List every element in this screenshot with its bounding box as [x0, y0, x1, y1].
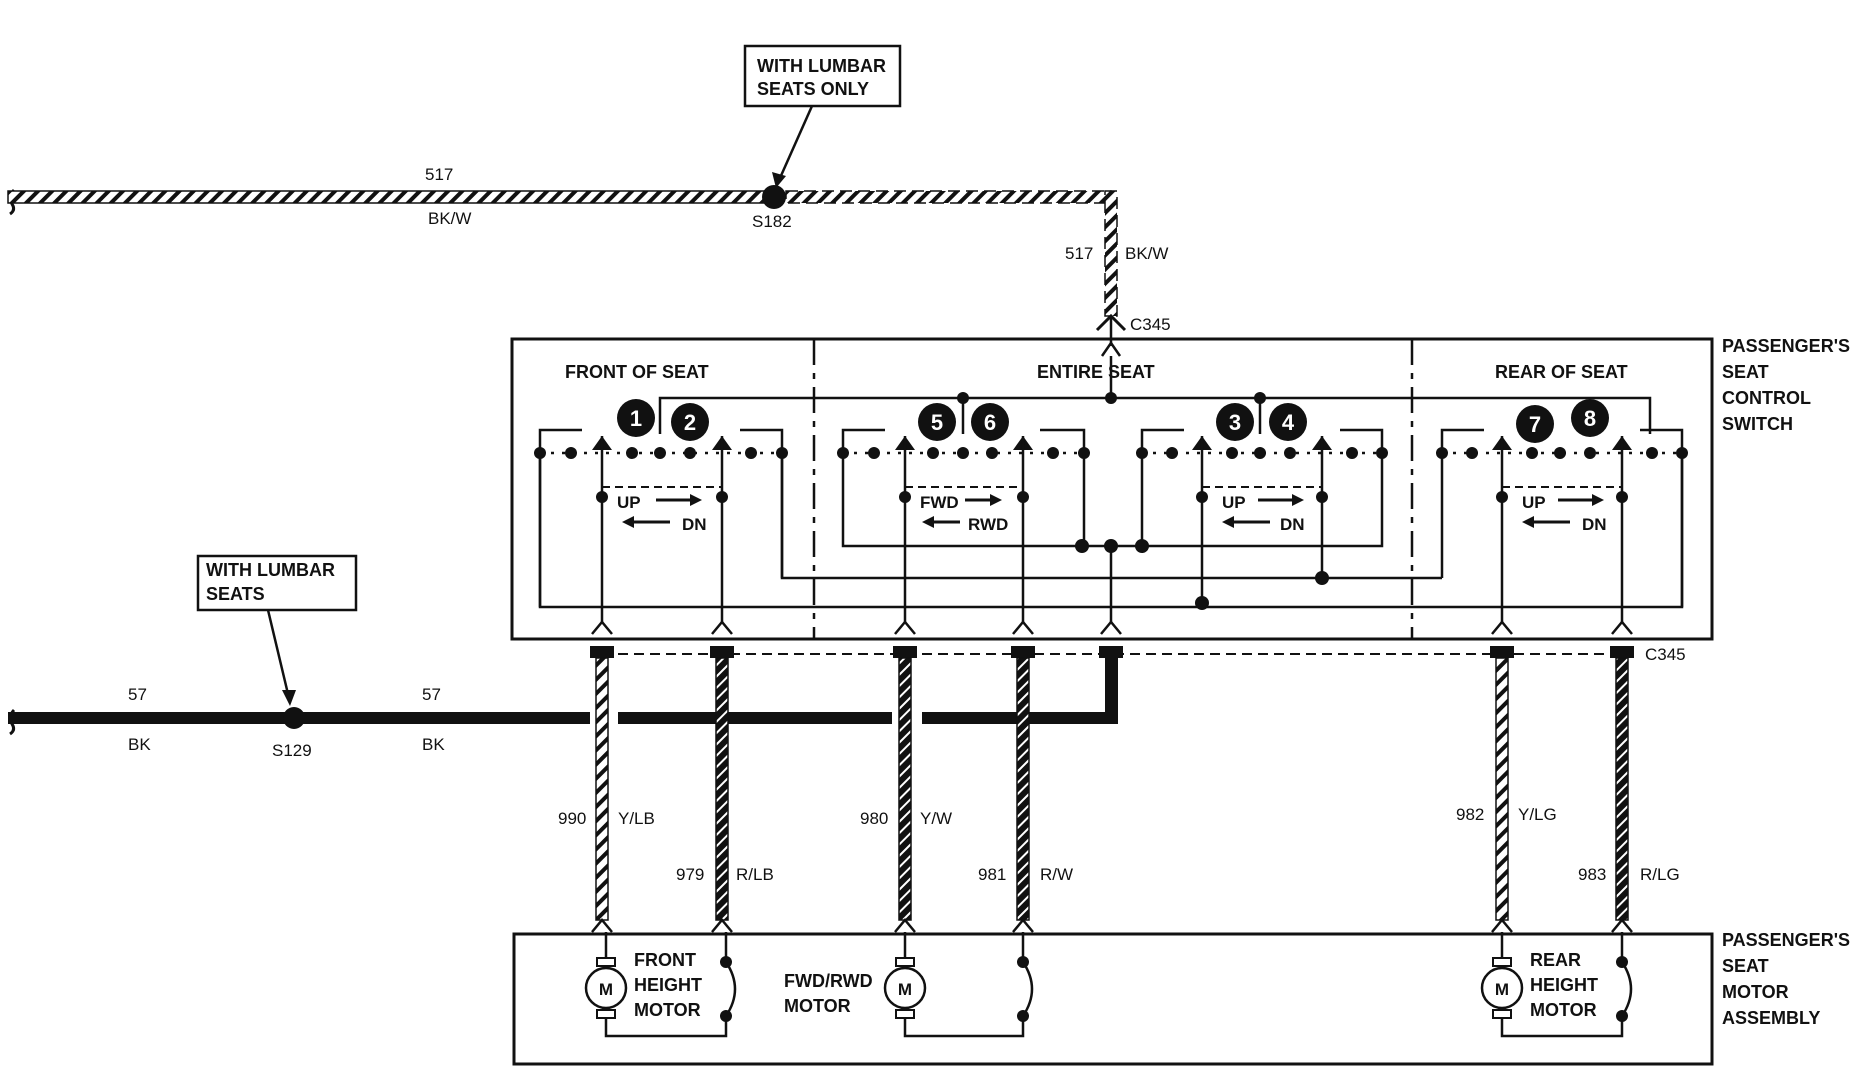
svg-text:57: 57	[128, 685, 147, 704]
svg-text:4: 4	[1282, 410, 1295, 435]
svg-text:MOTOR: MOTOR	[784, 996, 851, 1016]
svg-text:MOTOR: MOTOR	[1530, 1000, 1597, 1020]
front-height-motor: M FRONT HEIGHT MOTOR	[584, 932, 737, 1038]
svg-text:983: 983	[1578, 865, 1606, 884]
connector-c345-top: C345	[1095, 313, 1171, 357]
seat-control-switch: FRONT OF SEAT ENTIRE SEAT REAR OF SEAT	[510, 337, 1714, 641]
marker-6	[971, 403, 1009, 441]
splice-label-s182: S182	[752, 212, 792, 231]
svg-text:BK: BK	[422, 735, 445, 754]
svg-text:R/LB: R/LB	[736, 865, 774, 884]
svg-text:HEIGHT: HEIGHT	[1530, 975, 1598, 995]
wire-color-bkw: BK/W	[428, 209, 471, 228]
marker-1	[617, 399, 655, 437]
svg-text:Y/LG: Y/LG	[1518, 805, 1557, 824]
wire-517-top: 517 BK/W S182 517 BK/W	[7, 165, 1168, 317]
svg-text:R/W: R/W	[1040, 865, 1073, 884]
switch-group-front: 1 2 UP DN	[534, 399, 788, 622]
svg-text:990: 990	[558, 809, 586, 828]
svg-text:1: 1	[630, 406, 642, 431]
svg-text:SEAT: SEAT	[1722, 362, 1769, 382]
svg-text:3: 3	[1229, 410, 1241, 435]
switch-group-fwd-rwd: 5 6 FWD RWD	[837, 403, 1090, 622]
svg-text:ASSEMBLY: ASSEMBLY	[1722, 1008, 1820, 1028]
svg-text:DN: DN	[682, 515, 707, 534]
svg-text:FWD: FWD	[920, 493, 959, 512]
svg-text:6: 6	[984, 410, 996, 435]
svg-text:S129: S129	[272, 741, 312, 760]
svg-text:RWD: RWD	[968, 515, 1008, 534]
svg-text:REAR: REAR	[1530, 950, 1581, 970]
svg-text:FWD/RWD: FWD/RWD	[784, 971, 873, 991]
svg-text:R/LG: R/LG	[1640, 865, 1680, 884]
svg-text:Y/LB: Y/LB	[618, 809, 655, 828]
svg-text:SEATS: SEATS	[206, 584, 265, 604]
section-entire-seat: ENTIRE SEAT	[1037, 362, 1155, 382]
callout-lumbar-seats-only: WITH LUMBAR SEATS ONLY	[743, 44, 902, 188]
svg-text:DN: DN	[1582, 515, 1607, 534]
svg-text:Y/W: Y/W	[920, 809, 952, 828]
marker-2	[671, 403, 709, 441]
fwd-rwd-motor: M FWD/RWD MOTOR	[784, 932, 1034, 1038]
svg-text:980: 980	[860, 809, 888, 828]
svg-text:981: 981	[978, 865, 1006, 884]
svg-text:982: 982	[1456, 805, 1484, 824]
rear-height-motor: M REAR HEIGHT MOTOR	[1480, 932, 1633, 1038]
svg-text:5: 5	[931, 410, 943, 435]
wire-color-bkw-drop: BK/W	[1125, 244, 1168, 263]
svg-text:BK: BK	[128, 735, 151, 754]
splice-s129	[283, 707, 305, 729]
svg-text:UP: UP	[617, 493, 641, 512]
marker-8	[1571, 399, 1609, 437]
svg-text:DN: DN	[1280, 515, 1305, 534]
marker-4	[1269, 403, 1307, 441]
marker-3	[1216, 403, 1254, 441]
svg-text:HEIGHT: HEIGHT	[634, 975, 702, 995]
svg-text:57: 57	[422, 685, 441, 704]
svg-text:MOTOR: MOTOR	[1722, 982, 1789, 1002]
svg-text:UP: UP	[1222, 493, 1246, 512]
wire-circuit-517-drop: 517	[1065, 244, 1093, 263]
svg-text:M: M	[1495, 980, 1509, 999]
seat-motor-assembly: M FRONT HEIGHT MOTOR M FWD/RWD MOTOR	[512, 918, 1714, 1066]
svg-text:7: 7	[1529, 412, 1541, 437]
svg-text:FRONT: FRONT	[634, 950, 696, 970]
switch-group-lumbar: 3 4 UP DN	[1084, 403, 1388, 602]
svg-text:PASSENGER'S: PASSENGER'S	[1722, 930, 1850, 950]
svg-text:C345: C345	[1645, 645, 1686, 664]
splice-s182	[762, 185, 786, 209]
svg-text:SWITCH: SWITCH	[1722, 414, 1793, 434]
svg-text:C345: C345	[1130, 315, 1171, 334]
svg-text:UP: UP	[1522, 493, 1546, 512]
motor-assembly-label: PASSENGER'S SEAT MOTOR ASSEMBLY	[1722, 930, 1850, 1028]
callout-lumbar-seats: WITH LUMBAR SEATS	[196, 554, 358, 706]
wire-circuit-517: 517	[425, 165, 453, 184]
svg-text:979: 979	[676, 865, 704, 884]
wire-57-ground: 57 BK S129 57 BK	[8, 654, 1118, 760]
svg-text:SEAT: SEAT	[1722, 956, 1769, 976]
svg-text:PASSENGER'S: PASSENGER'S	[1722, 336, 1850, 356]
svg-text:WITH LUMBAR: WITH LUMBAR	[206, 560, 335, 580]
section-front-of-seat: FRONT OF SEAT	[565, 362, 709, 382]
svg-text:WITH LUMBAR: WITH LUMBAR	[757, 56, 886, 76]
motor-leads: 990 Y/LB 979 R/LB 980 981 Y/W 981 R/W 98…	[558, 657, 1680, 921]
marker-5	[918, 403, 956, 441]
svg-text:2: 2	[684, 410, 696, 435]
svg-text:CONTROL: CONTROL	[1722, 388, 1811, 408]
svg-text:M: M	[599, 980, 613, 999]
svg-text:8: 8	[1584, 406, 1596, 431]
svg-text:M: M	[898, 980, 912, 999]
section-rear-of-seat: REAR OF SEAT	[1495, 362, 1628, 382]
switch-label: PASSENGER'S SEAT CONTROL SWITCH	[1722, 336, 1850, 434]
connector-c345-bottom: C345	[590, 620, 1686, 664]
marker-7	[1516, 405, 1554, 443]
svg-text:MOTOR: MOTOR	[634, 1000, 701, 1020]
svg-text:SEATS ONLY: SEATS ONLY	[757, 79, 869, 99]
